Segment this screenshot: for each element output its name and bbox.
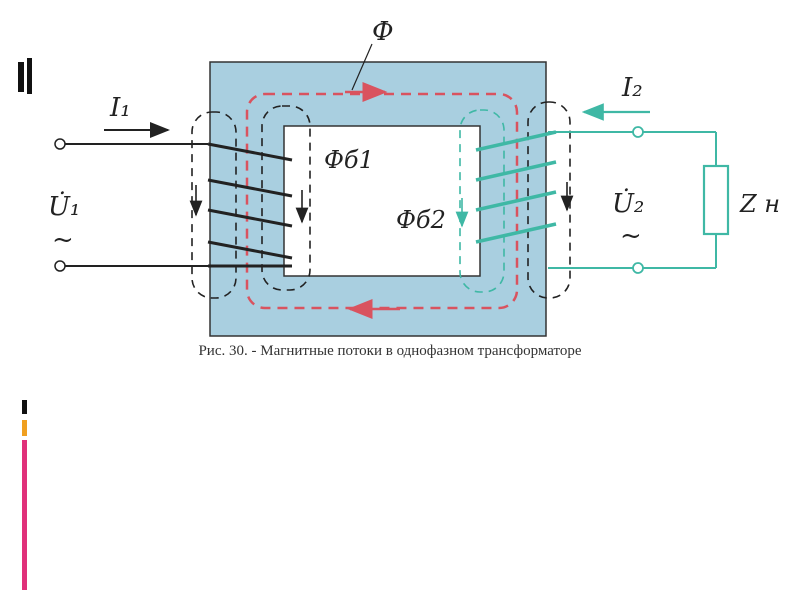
primary-terminal-top xyxy=(54,138,66,150)
u1-label: U̇₁ xyxy=(48,191,80,222)
transformer-core xyxy=(209,61,547,337)
primary-winding xyxy=(65,142,293,268)
primary-leakage-inner xyxy=(261,105,311,291)
load-impedance xyxy=(702,164,730,236)
u2-label: U̇₂ xyxy=(612,188,644,219)
accent-bar-vertical xyxy=(22,400,27,590)
i2-label: I₂ xyxy=(621,73,643,103)
ac-symbol-secondary: ~ xyxy=(620,221,642,251)
primary-leakage-outer xyxy=(191,111,237,299)
secondary-leakage-outer xyxy=(527,101,571,299)
phi-s1-label: Фб1 xyxy=(324,146,374,174)
secondary-terminal-bottom xyxy=(632,262,644,274)
secondary-winding xyxy=(475,130,717,269)
i1-label: I₁ xyxy=(109,93,131,123)
phi-label: Ф xyxy=(372,17,394,47)
phi-s2-label: Фб2 xyxy=(396,206,446,234)
secondary-leakage-inner xyxy=(459,109,505,293)
phi-leader-line xyxy=(351,43,373,91)
figure-caption: Рис. 30. - Магнитные потоки в однофазном… xyxy=(198,343,582,359)
load-label: Z н xyxy=(739,190,780,218)
primary-terminal-bottom xyxy=(54,260,66,272)
accent-bars-top xyxy=(18,58,32,94)
secondary-terminal-top xyxy=(632,126,644,138)
ac-symbol-primary: ~ xyxy=(52,225,74,255)
